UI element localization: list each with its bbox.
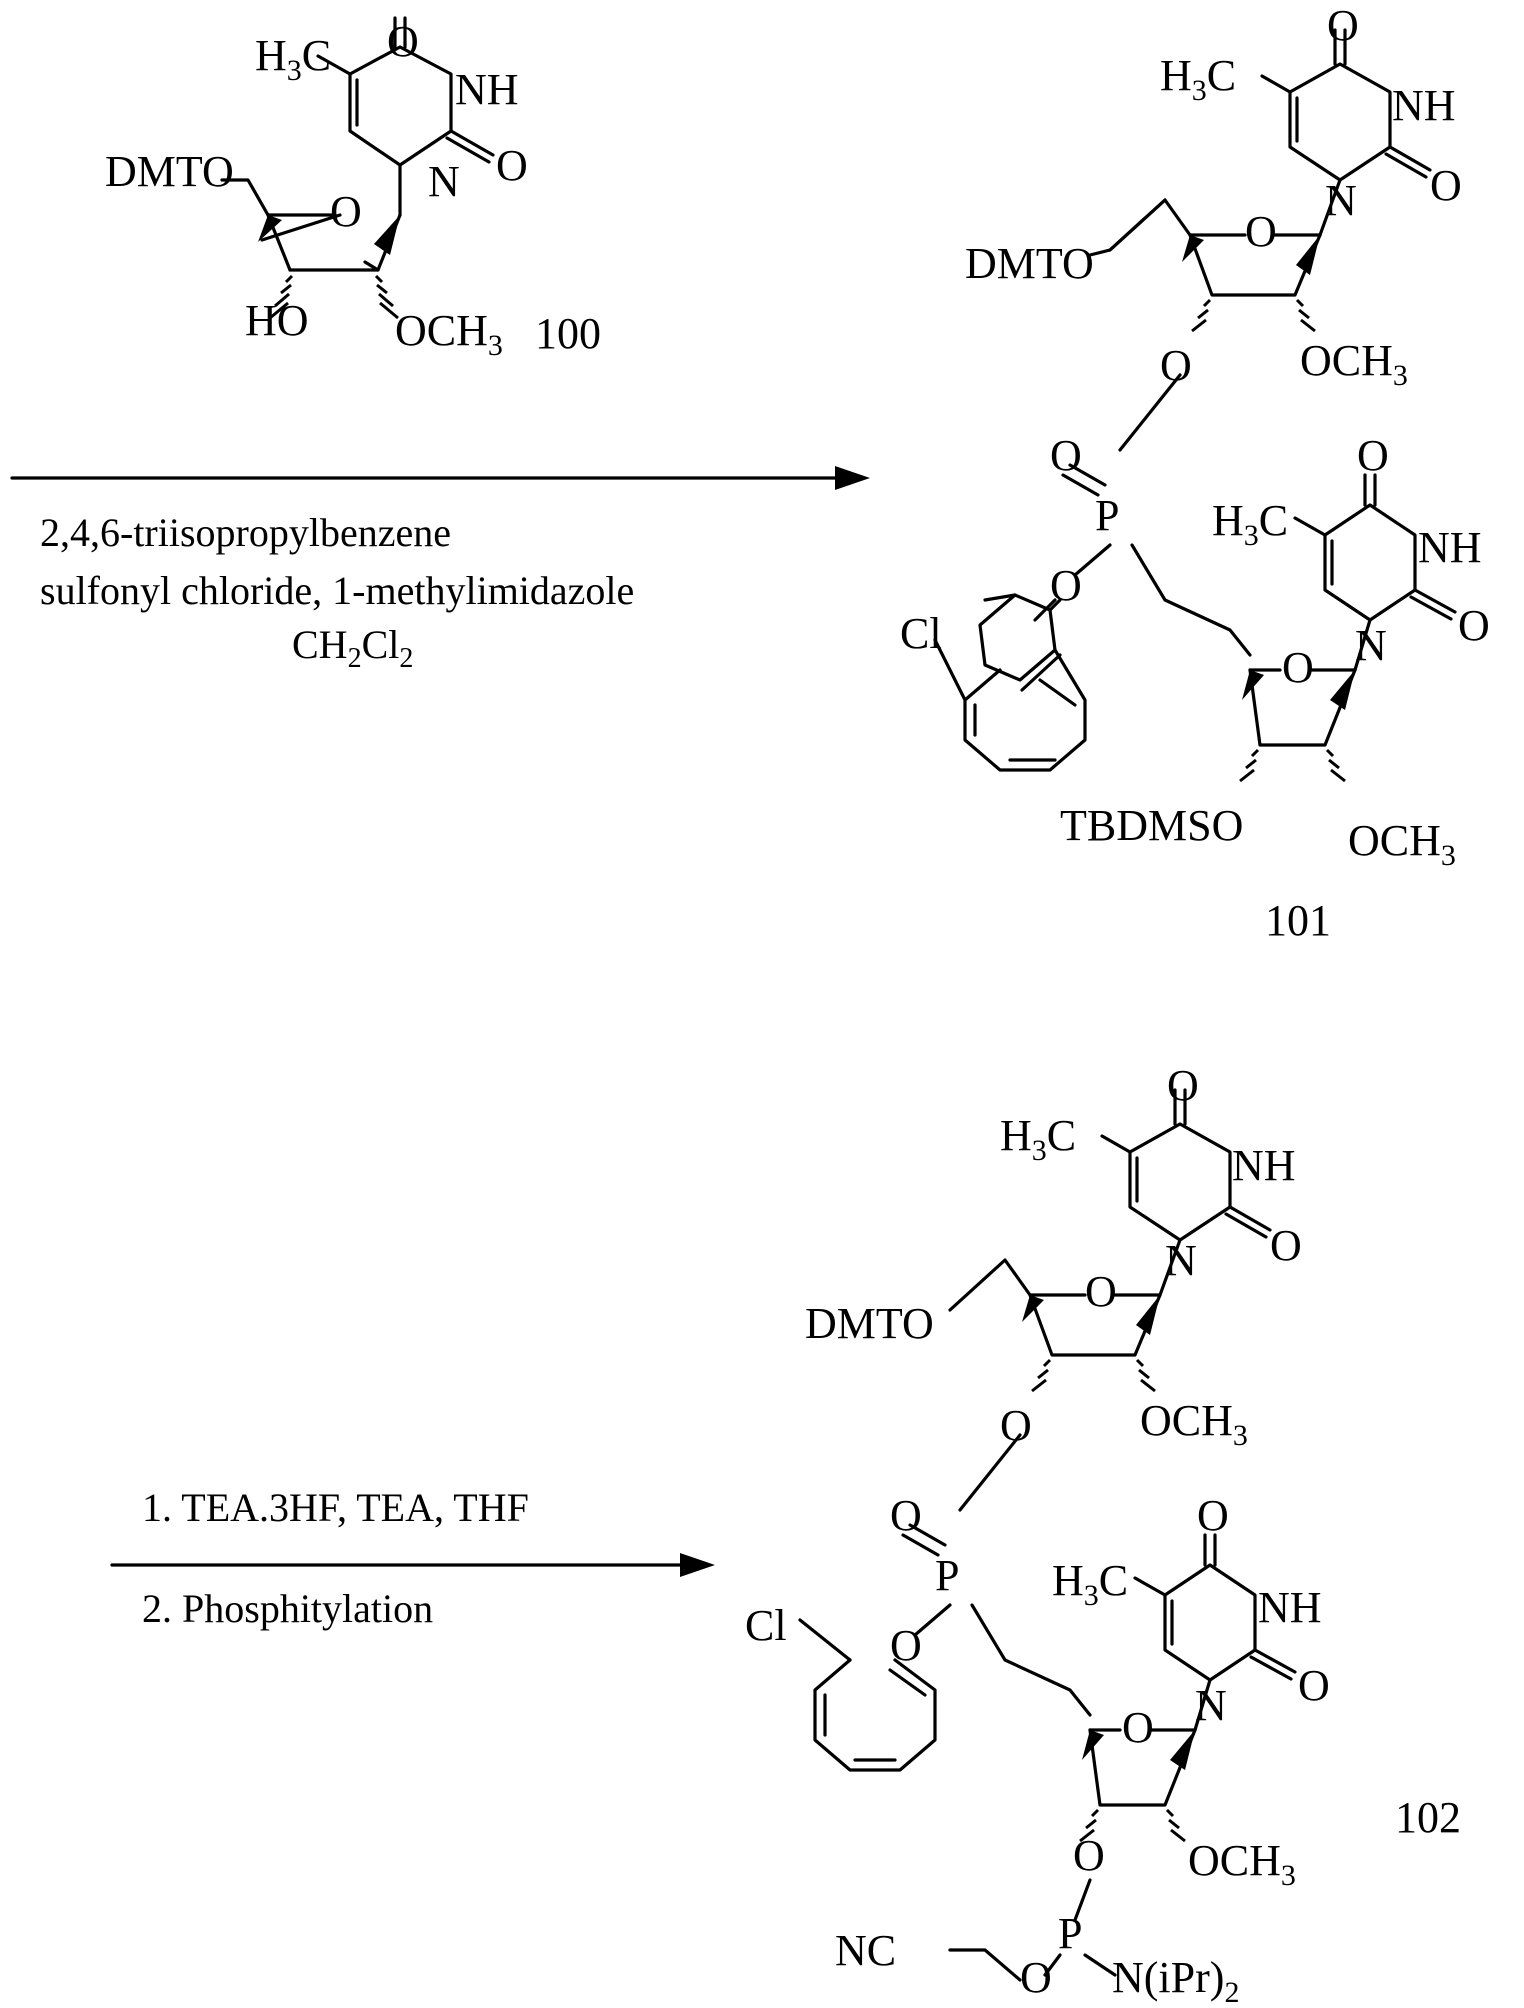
atom-label: OCH3 — [1188, 1836, 1296, 1892]
atom-label: NH — [1392, 81, 1456, 130]
atom-label: OCH3 — [1140, 1396, 1248, 1452]
conditions-1: 2,4,6-triisopropylbenzene sulfonyl chlor… — [40, 510, 634, 674]
atom-label: O — [1020, 1953, 1052, 2002]
atom-label: NC — [835, 1926, 896, 1975]
atom-label: DMTO — [105, 147, 234, 196]
atom-label: H3C — [1212, 496, 1288, 552]
compound-100: O H3C NH O N DMTO O HO OCH3 100 — [105, 17, 601, 362]
atom-label: O — [1000, 1401, 1032, 1450]
atom-label: O — [1430, 161, 1462, 210]
atom-label: DMTO — [805, 1299, 934, 1348]
atom-label: O — [890, 1621, 922, 1670]
atom-label: OCH3 — [395, 306, 503, 362]
atom-label: H3C — [1000, 1111, 1076, 1167]
condition-line: CH2Cl2 — [292, 622, 413, 674]
atom-label: NH — [1232, 1141, 1296, 1190]
atom-label: N — [1195, 1681, 1227, 1730]
atom-label: O — [1073, 1831, 1105, 1880]
atom-label: H3C — [1052, 1556, 1128, 1612]
conditions-2: 1. TEA.3HF, TEA, THF 2. Phosphitylation — [142, 1485, 529, 1631]
atom-label: NH — [1258, 1583, 1322, 1632]
atom-label: N — [1165, 1236, 1197, 1285]
atom-label: O — [1357, 431, 1389, 480]
atom-label: O — [1050, 561, 1082, 610]
atom-label: O — [387, 17, 419, 66]
atom-label: O — [1298, 1661, 1330, 1710]
atom-label: N — [1325, 176, 1357, 225]
atom-label: O — [890, 1491, 922, 1540]
condition-line: 2. Phosphitylation — [142, 1586, 433, 1631]
atom-label: OCH3 — [1300, 336, 1408, 392]
atom-label: O — [1458, 601, 1490, 650]
atom-label: Cl — [745, 1601, 787, 1650]
atom-label: O — [1270, 1221, 1302, 1270]
atom-label: O — [1167, 1061, 1199, 1110]
atom-label: O — [1245, 207, 1277, 256]
atom-label: Cl — [900, 609, 942, 658]
atom-label: NH — [455, 65, 519, 114]
atom-label: H3C — [255, 31, 331, 87]
atom-label: N — [1355, 621, 1387, 670]
atom-label: TBDMSO — [1060, 801, 1243, 850]
atom-label: O — [330, 187, 362, 236]
compound-101: O H3C NH O N DMTO O O OCH3 O P O Cl O H3… — [900, 1, 1490, 945]
atom-label: O — [1282, 643, 1314, 692]
atom-label: OCH3 — [1348, 816, 1456, 872]
atom-label: DMTO — [965, 239, 1094, 288]
atom-label: H3C — [1160, 51, 1236, 107]
condition-line: 1. TEA.3HF, TEA, THF — [142, 1485, 529, 1530]
atom-label: HO — [245, 296, 309, 345]
atom-label: N(iPr)2 — [1112, 1953, 1239, 2008]
compound-number: 100 — [535, 309, 601, 358]
atom-label: O — [1085, 1267, 1117, 1316]
condition-line: sulfonyl chloride, 1-methylimidazole — [40, 568, 634, 613]
atom-label: O — [1197, 1491, 1229, 1540]
compound-number: 101 — [1265, 896, 1331, 945]
atom-label: P — [935, 1551, 959, 1600]
atom-label: P — [1058, 1909, 1082, 1958]
reaction-arrow-1 — [12, 466, 870, 490]
compound-number: 102 — [1395, 1793, 1461, 1842]
atom-label: N — [428, 157, 460, 206]
atom-label: O — [1160, 341, 1192, 390]
condition-line: 2,4,6-triisopropylbenzene — [40, 510, 451, 555]
reaction-arrow-2 — [112, 1553, 715, 1577]
compound-102: O H3C NH O N DMTO O O OCH3 O P O Cl O H3… — [745, 1061, 1461, 2008]
atom-label: O — [1050, 431, 1082, 480]
atom-label: P — [1095, 491, 1119, 540]
atom-label: O — [1327, 1, 1359, 50]
atom-label: NH — [1418, 523, 1482, 572]
atom-label: O — [496, 141, 528, 190]
atom-label: O — [1122, 1703, 1154, 1752]
